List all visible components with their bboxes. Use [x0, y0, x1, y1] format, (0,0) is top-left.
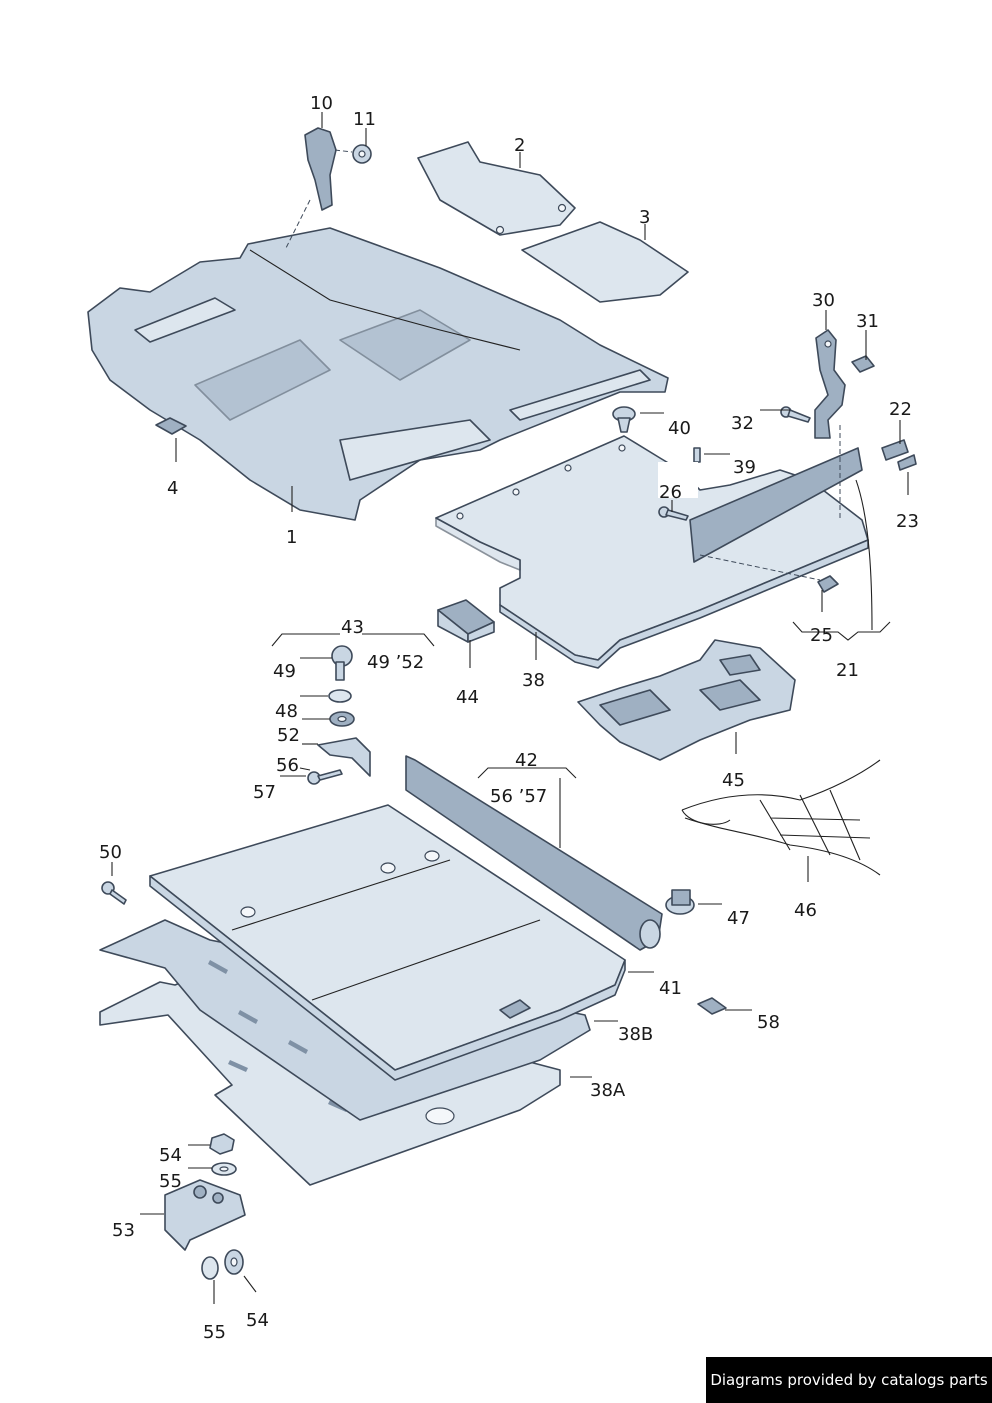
screw-50: [101, 881, 127, 905]
clip-58: [697, 997, 727, 1015]
callout-45: 45: [722, 770, 745, 791]
bracket-52: [317, 737, 371, 777]
screw-57: [307, 769, 343, 785]
callout-58: 58: [757, 1012, 780, 1033]
callout-41: 41: [659, 978, 682, 999]
callout-32: 32: [731, 413, 754, 434]
callout-46: 46: [794, 900, 817, 921]
callout-43: 43: [341, 617, 364, 638]
callout-42: 42: [515, 750, 538, 771]
callout-39: 39: [733, 457, 756, 478]
callout-44: 44: [456, 687, 479, 708]
callout-56: 56: [276, 755, 299, 776]
callout-54-upper: 54: [159, 1145, 182, 1166]
callout-1: 1: [286, 527, 297, 548]
net-46: [681, 759, 881, 876]
floor-mat-3: [521, 221, 689, 303]
part-11: [334, 144, 372, 164]
spring-39: [693, 447, 701, 463]
callout-2: 2: [514, 135, 525, 156]
plug-40: [612, 406, 636, 433]
callout-25: 25: [810, 625, 833, 646]
washer-48: [328, 689, 355, 727]
callout-54-lower: 54: [246, 1310, 269, 1331]
foam-tray-45: [577, 639, 796, 761]
callout-38B: 38B: [618, 1024, 653, 1045]
floor-carpet-part: [87, 227, 669, 521]
bracket-53: [164, 1179, 246, 1251]
callout-57: 57: [253, 782, 276, 803]
callout-52: 52: [277, 725, 300, 746]
nut-54-lower: [224, 1249, 244, 1275]
clip-4: [155, 417, 187, 435]
callout-26: 26: [659, 482, 682, 503]
washer-55-upper: [211, 1162, 237, 1176]
callout-10: 10: [310, 93, 333, 114]
load-floor-41: [149, 804, 626, 1081]
callout-49-52: 49 ’52: [367, 652, 424, 673]
callout-55-lower: 55: [203, 1322, 226, 1343]
callout-47: 47: [727, 908, 750, 929]
callout-30: 30: [812, 290, 835, 311]
pad-23: [897, 454, 917, 471]
callout-labels: 10 11 2 3 30 31 32 40 39 22 23 26 4 1 43…: [99, 93, 919, 1343]
clip-25: [817, 575, 839, 593]
callout-50: 50: [99, 842, 122, 863]
pad-22: [881, 439, 909, 461]
rail-42: [405, 755, 663, 951]
callout-38: 38: [522, 670, 545, 691]
washer-55-lower: [201, 1256, 219, 1280]
callout-55-upper: 55: [159, 1171, 182, 1192]
part-10: [284, 127, 337, 251]
plug-47: [665, 889, 695, 915]
callout-11: 11: [353, 109, 376, 130]
callout-23: 23: [896, 511, 919, 532]
callout-38A: 38A: [590, 1080, 626, 1101]
screw-26: [658, 506, 689, 521]
callout-3: 3: [639, 207, 650, 228]
callout-53: 53: [112, 1220, 135, 1241]
screw-32: [780, 406, 811, 423]
callout-22: 22: [889, 399, 912, 420]
trim-30: [814, 329, 846, 439]
bolt-49: [331, 645, 353, 681]
block-44: [437, 599, 495, 643]
callout-49: 49: [273, 661, 296, 682]
rail-21: [689, 425, 863, 581]
footer-credit: Diagrams provided by catalogs parts: [706, 1357, 992, 1403]
callout-40: 40: [668, 418, 691, 439]
callout-31: 31: [856, 311, 879, 332]
nut-54-upper: [209, 1133, 235, 1155]
callout-4: 4: [167, 478, 178, 499]
footer-text: Diagrams provided by catalogs parts: [710, 1371, 988, 1389]
callout-56-57: 56 ’57: [490, 786, 547, 807]
leader-lines: [111, 112, 909, 1304]
callout-21: 21: [836, 660, 859, 681]
callout-48: 48: [275, 701, 298, 722]
floor-mat-2: [417, 141, 576, 236]
clip-31: [851, 355, 875, 373]
